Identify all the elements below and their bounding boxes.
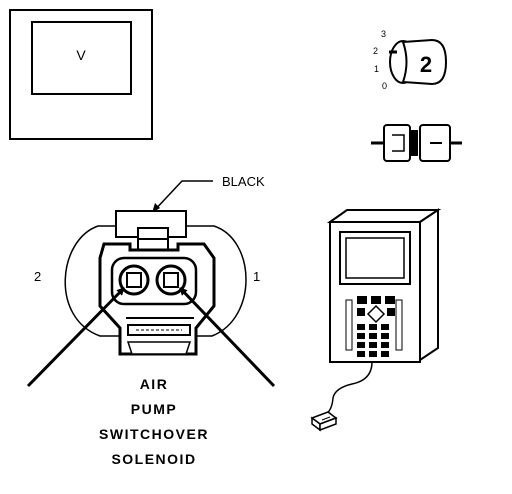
probe-arrow-left	[26, 286, 126, 388]
pin-number-left: 2	[34, 269, 41, 284]
scan-tool-keypad	[345, 296, 403, 357]
probe-arrow-right	[178, 286, 276, 388]
scan-tool-cable-plug	[310, 411, 338, 432]
voltmeter-icon: V	[9, 9, 153, 140]
ignition-key-icon: 3 2 1 0 2	[373, 29, 448, 91]
terminal-pin-1	[155, 264, 187, 296]
solenoid-connector: BLACK 2 1	[26, 174, 276, 388]
key-current-position: 2	[420, 52, 432, 77]
scan-tool-screen	[345, 237, 405, 279]
terminal-pin-2	[118, 264, 150, 296]
component-label-line-1: AIR	[140, 376, 169, 392]
component-label-line-2: PUMP	[131, 401, 177, 417]
connector-pair-icon	[371, 124, 462, 162]
key-position-1: 1	[374, 64, 379, 74]
pin-number-right: 1	[253, 269, 260, 284]
voltmeter-display-label: V	[76, 47, 86, 63]
component-label-line-4: SOLENOID	[111, 451, 196, 467]
component-label: AIR PUMP SWITCHOVER SOLENOID	[99, 376, 209, 467]
scan-tool-icon	[310, 208, 442, 432]
key-position-0: 0	[382, 81, 387, 91]
connector-color-label: BLACK	[222, 174, 265, 189]
key-position-3: 3	[381, 29, 386, 39]
key-position-2: 2	[373, 46, 378, 56]
component-label-line-3: SWITCHOVER	[99, 426, 209, 442]
